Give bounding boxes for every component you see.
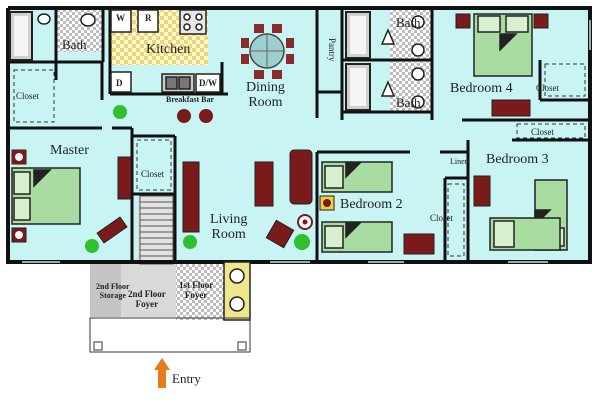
dishwasher-label: D/W [199,78,217,88]
breakfast-bar-label: Breakfast Bar [166,95,215,104]
closet-master-label: Closet [16,91,40,101]
kitchen-label: Kitchen [146,42,191,57]
washer-label: W [116,13,125,23]
bath-left-label: Bath [62,37,87,52]
linen-label: Linen [450,157,469,166]
foyer-1st-label: 1st Floor Foyer [179,280,214,301]
stairs [139,195,174,265]
entry-label: Entry [172,371,201,386]
storage-label: 2nd Floor Storage [96,282,130,301]
fixtures [37,13,425,109]
foyer-1st-tile [176,262,224,320]
closet-outlines [13,63,586,257]
plants [85,105,310,253]
bath-top-tile [390,10,432,60]
closet-stair-label: Closet [141,169,165,179]
kitchen-appliances [110,9,221,93]
entry-porch [89,317,251,353]
bar-stools [177,109,213,123]
dryer-label: D [116,78,123,88]
bath-left-tile [55,10,103,52]
windows [22,20,591,263]
bedroom3-label: Bedroom 3 [486,152,549,167]
bath-top-right-label: Bath [396,15,421,30]
bedroom4-label: Bedroom 4 [450,81,513,96]
closet-bed2-label: Closet [430,213,454,223]
bath-mid-right-label: Bath [396,95,421,110]
foyer-2nd-floor [121,262,176,317]
master-label: Master [50,143,89,158]
foyer-2nd-label: 2nd Floor Foyer [128,289,166,310]
bath-mid-tile [390,62,432,112]
exterior-walls [6,6,592,264]
refrigerator-label: R [145,13,152,23]
pantry-label: Pantry [327,38,337,62]
beds [11,13,568,253]
bedroom2-label: Bedroom 2 [340,197,403,212]
living-room-label: Living Room [210,212,248,243]
interior-walls [8,10,590,262]
closet-bed3-label: Closet [531,127,555,137]
lamps [12,150,335,239]
storage-floor [90,262,121,317]
foyer-closet-units [223,261,251,321]
entry-arrow-icon [154,358,170,388]
dining-room-label: Dining Room [246,80,285,111]
bathtubs [9,11,371,111]
closet-bed4-label: Closet [536,83,560,93]
dining-table [241,24,294,79]
